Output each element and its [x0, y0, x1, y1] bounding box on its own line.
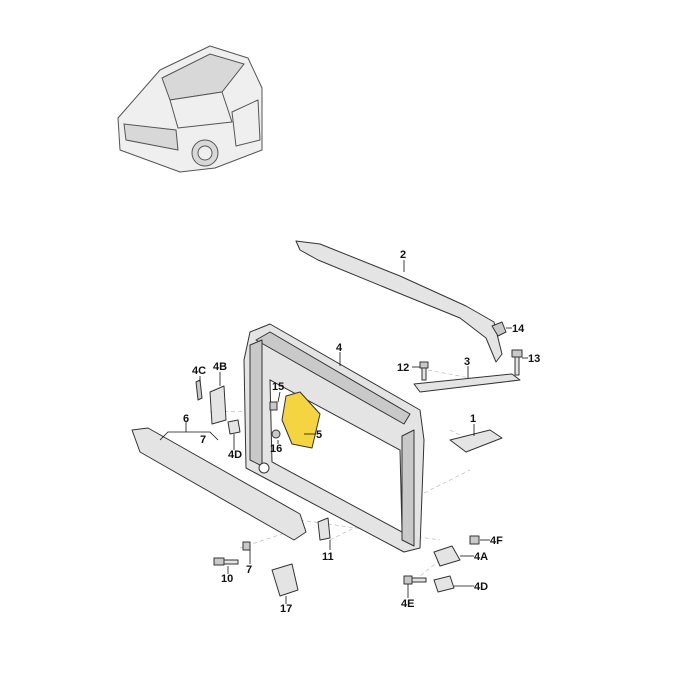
bracket-1	[449, 429, 503, 453]
bracket-3	[413, 373, 521, 393]
label-17: 17	[280, 603, 292, 615]
nut-7	[242, 541, 251, 551]
label-4a: 4A	[474, 551, 488, 563]
leader-lines	[159, 260, 528, 604]
clip-4d-right	[433, 575, 455, 593]
label-4: 4	[336, 342, 343, 354]
bolt-4c	[195, 379, 203, 401]
label-12: 12	[397, 362, 409, 374]
label-4d-left: 4D	[228, 449, 242, 461]
bracket-4a	[433, 545, 461, 567]
label-1: 1	[470, 413, 476, 425]
label-10: 10	[221, 573, 233, 585]
label-4d-right: 4D	[474, 581, 488, 593]
bumper-bar-6	[131, 427, 307, 541]
car-thumbnail	[117, 45, 263, 173]
callout-labels: 2 14 4 12 3 13 4C 4B 15 5 16 6 7 4D 1 4F…	[183, 249, 540, 615]
bolt-4e	[403, 575, 427, 585]
nut-16	[271, 429, 281, 439]
label-14: 14	[512, 323, 525, 335]
label-3: 3	[464, 356, 470, 368]
nut-14	[491, 321, 507, 337]
label-5: 5	[316, 429, 322, 441]
label-11: 11	[322, 551, 334, 563]
screw-15	[269, 401, 278, 411]
label-6: 6	[183, 413, 189, 425]
bolt-10	[213, 557, 239, 566]
label-4c: 4C	[192, 365, 206, 377]
bolt-13	[511, 349, 523, 376]
clip-11	[317, 517, 331, 541]
upper-crossmember	[295, 240, 503, 363]
label-7-upper: 7	[200, 434, 206, 446]
label-15: 15	[272, 381, 284, 393]
label-4b: 4B	[213, 361, 227, 373]
label-4f: 4F	[490, 535, 503, 547]
clip-4d-left	[227, 419, 241, 435]
bracket-4b	[209, 385, 227, 425]
bolt-4f	[469, 535, 480, 545]
label-16: 16	[270, 443, 282, 455]
label-13: 13	[528, 353, 540, 365]
screw-12	[419, 361, 429, 381]
label-7-lower: 7	[246, 564, 252, 576]
label-4e: 4E	[401, 598, 414, 610]
label-2: 2	[400, 249, 406, 261]
bracket-17	[271, 563, 299, 597]
